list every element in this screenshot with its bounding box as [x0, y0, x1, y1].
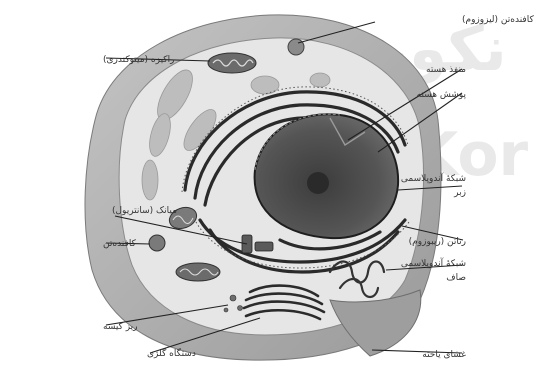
mitochondrion-bottom: [176, 263, 220, 281]
label-ribosome: رناتن (ریبوزوم): [409, 237, 466, 247]
label-nuclear-pore: منفذ هسته: [426, 65, 466, 75]
nucleus: [255, 114, 399, 238]
lysosome-left: [149, 235, 165, 251]
label-plasma-membrane: غشای یاخته: [422, 350, 466, 360]
mitochondrion-top: [208, 53, 256, 73]
label-rough-er-line1: شبکهٔ آندوپلاسمی: [401, 172, 466, 184]
label-smooth-er-line2: صاف: [446, 273, 466, 283]
label-golgi: دستگاه گلژی: [147, 347, 196, 359]
label-lysosome-left: کافنده‌تن: [103, 239, 137, 249]
label-nuclear-envelope: پوشش هسته: [417, 90, 467, 100]
label-vesicle: ریز کیسه: [103, 322, 138, 332]
label-lysosome-top: کافنده‌تن (لیزوزوم): [462, 15, 534, 25]
label-rough-er-line2: زبر: [453, 188, 466, 198]
lysosome-top: [288, 39, 304, 55]
label-smooth-er-line1: شبکهٔ آندوپلاسمی: [401, 257, 466, 269]
label-mitochondrion: راکیزه (میتوکندری): [103, 55, 174, 65]
label-centriole: میانک (سانتریول): [112, 206, 177, 216]
